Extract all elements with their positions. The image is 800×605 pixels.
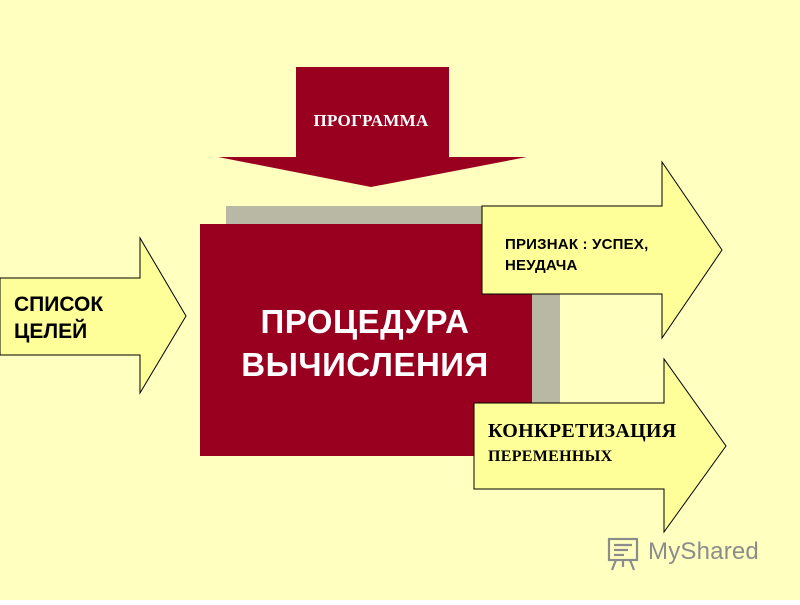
sign-arrow — [481, 160, 723, 340]
watermark-text: MyShared — [648, 538, 759, 565]
procedure-label: ПРОЦЕДУРА ВЫЧИСЛЕНИЯ — [241, 303, 489, 383]
program-label: ПРОГРАММА — [313, 111, 429, 130]
concretization-title: КОНКРЕТИЗАЦИЯ — [488, 420, 677, 442]
presentation-board-icon — [607, 537, 639, 571]
watermark-logo — [607, 537, 639, 571]
concretization-arrow — [473, 357, 727, 534]
program-arrow — [218, 67, 527, 187]
goals-label: СПИСОК ЦЕЛЕЙ — [14, 293, 104, 343]
sign-label: ПРИЗНАК : УСПЕХ, НЕУДАЧА — [505, 236, 649, 274]
concretization-subtitle: ПЕРЕМЕННЫХ — [488, 448, 613, 465]
goals-arrow — [0, 236, 187, 395]
